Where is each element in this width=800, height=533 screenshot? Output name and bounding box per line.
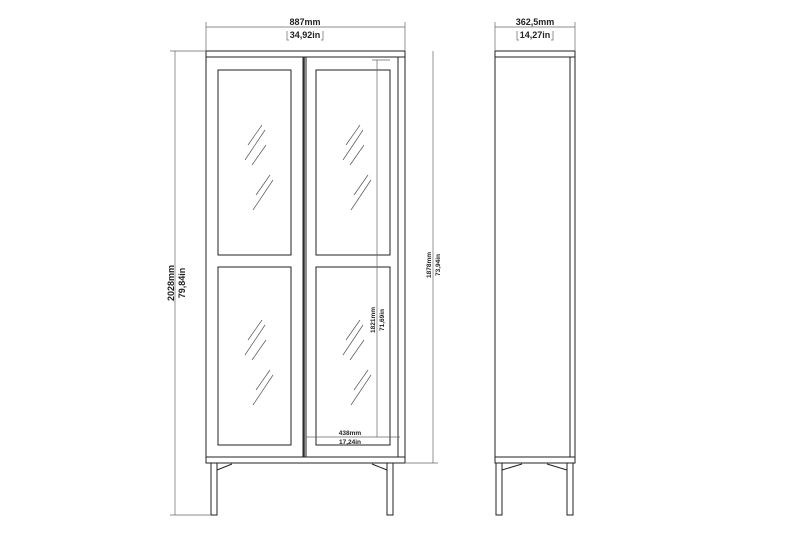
leg	[386, 462, 394, 516]
svg-text:1821mm: 1821mm	[370, 307, 377, 333]
dimension-depth: 362,5mm 14,27in	[494, 17, 576, 51]
svg-text:2028mm: 2028mm	[166, 265, 176, 301]
svg-text:438mm: 438mm	[339, 430, 362, 437]
leg	[566, 462, 574, 516]
dimension-total-height: 2028mm 79,84in	[166, 50, 211, 516]
svg-text:79,84in: 79,84in	[177, 268, 187, 299]
right-upper-glass	[315, 69, 391, 256]
svg-text:362,5mm: 362,5mm	[516, 17, 555, 27]
glass-reflections	[244, 124, 372, 406]
svg-text:73,94in: 73,94in	[435, 254, 442, 276]
svg-text:34,92in: 34,92in	[290, 30, 321, 40]
svg-text:14,27in: 14,27in	[520, 30, 551, 40]
dimension-inner-height: 1821mm 71,69in	[370, 59, 390, 437]
dimension-inner-width: 438mm 17,24in	[306, 430, 400, 446]
dimension-body-height: 1878mm 73,94in	[405, 51, 442, 464]
dimension-width: 887mm 34,92in	[205, 17, 406, 51]
base-plinth	[205, 456, 406, 464]
svg-text:17,24in: 17,24in	[339, 439, 361, 446]
svg-text:1878mm: 1878mm	[426, 252, 433, 278]
left-upper-glass	[217, 69, 292, 256]
right-door	[305, 56, 399, 458]
leg	[495, 462, 503, 516]
leg	[210, 462, 218, 516]
top-panel	[205, 50, 406, 58]
svg-text:887mm: 887mm	[289, 17, 320, 27]
side-view	[494, 50, 576, 516]
svg-text:71,69in: 71,69in	[379, 309, 386, 331]
left-lower-glass	[217, 266, 292, 446]
front-view	[205, 50, 406, 516]
left-door	[205, 56, 304, 458]
right-lower-glass	[315, 266, 391, 446]
